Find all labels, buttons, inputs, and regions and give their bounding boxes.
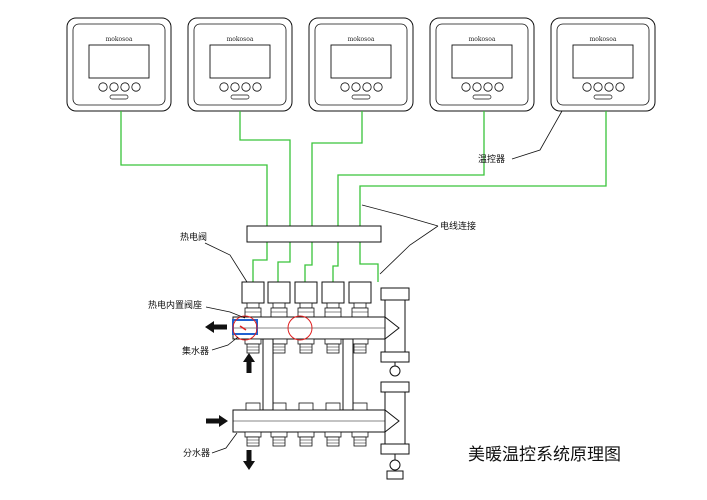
pipe-port <box>324 431 342 447</box>
thermostat-button <box>131 82 141 92</box>
thermostat-button <box>472 82 482 92</box>
thermostat-button <box>230 82 240 92</box>
thermostat-button <box>362 82 372 92</box>
distributor-top-port <box>271 402 287 411</box>
distributor-top-port <box>325 402 341 411</box>
thermostat-screen <box>451 44 513 79</box>
flow-arrow-in-distributor <box>206 415 228 427</box>
thermo-valve-actuator <box>241 281 265 318</box>
thermostat-button <box>340 82 350 92</box>
thermostat-button <box>604 82 614 92</box>
thermostat-unit: mokosoa <box>429 17 535 112</box>
flow-arrow-supply-down <box>243 450 255 470</box>
vent-fittings <box>386 362 404 480</box>
thermostat-brand-logo: mokosoa <box>348 36 375 43</box>
thermostat-unit: mokosoa <box>66 17 172 112</box>
wire <box>277 242 291 282</box>
collector-manifold <box>232 287 410 363</box>
thermostat-unit: mokosoa <box>550 17 656 112</box>
wire <box>359 111 607 226</box>
thermostat-unit: mokosoa <box>308 17 414 112</box>
thermostat-group: mokosoa mokosoa mokosoa mokosoa mokosoa <box>66 17 656 112</box>
support-brackets <box>262 338 354 411</box>
thermostat-button <box>593 82 603 92</box>
thermostat-brand-logo: mokosoa <box>469 36 496 43</box>
label-wire-connection: 电线连接 <box>440 220 476 232</box>
thermostat-screen <box>572 44 634 79</box>
label-valve-seat: 热电内置阀座 <box>148 299 202 311</box>
wire <box>332 242 339 282</box>
thermostat-button <box>219 82 229 92</box>
thermostat-button <box>98 82 108 92</box>
valve-seat-detail <box>232 315 313 341</box>
label-distributor: 分水器 <box>183 447 210 459</box>
distributor-top-port <box>245 402 261 411</box>
junction-box <box>246 225 382 243</box>
thermo-valve-actuator <box>294 281 318 318</box>
thermostat-brand-logo: mokosoa <box>106 36 133 43</box>
pipe-port <box>297 338 315 354</box>
thermostat-unit: mokosoa <box>187 17 293 112</box>
flow-arrow-return-up <box>243 353 255 373</box>
flow-arrow-out-collector <box>205 321 227 333</box>
flow-arrows <box>205 321 255 470</box>
valve-actuator-group <box>241 281 372 318</box>
wire <box>359 242 379 282</box>
label-collector: 集水器 <box>182 345 209 357</box>
thermostat-button <box>483 82 493 92</box>
thermostat-button <box>351 82 361 92</box>
distributor-top-port <box>298 402 314 411</box>
thermo-valve-actuator <box>267 281 291 318</box>
wire <box>311 111 363 226</box>
pipe-port <box>297 431 315 447</box>
pipe-port <box>351 431 369 447</box>
thermo-valve-actuator <box>348 281 372 318</box>
pipe-port <box>244 338 262 354</box>
thermostat-button <box>252 82 262 92</box>
wire <box>239 111 291 226</box>
thermostat-button <box>494 82 504 92</box>
pipe-port <box>244 431 262 447</box>
thermostat-button <box>582 82 592 92</box>
thermostat-button <box>109 82 119 92</box>
distributor-ports <box>244 402 369 447</box>
thermostat-button <box>461 82 471 92</box>
thermostat-button <box>241 82 251 92</box>
wire <box>120 111 268 226</box>
wiring-group <box>120 111 607 282</box>
label-thermo-valve: 热电阀 <box>180 231 207 243</box>
wire <box>337 111 485 226</box>
wire <box>252 242 268 282</box>
pipe-port <box>324 338 342 354</box>
thermostat-button <box>615 82 625 92</box>
leader-lines <box>204 110 563 454</box>
thermostat-screen <box>88 44 150 79</box>
wire <box>304 242 313 282</box>
thermostat-brand-logo: mokosoa <box>227 36 254 43</box>
label-thermostat: 温控器 <box>478 153 505 165</box>
thermostat-screen <box>330 44 392 79</box>
diagram-title: 美暖温控系统原理图 <box>468 445 621 465</box>
pipe-port <box>351 338 369 354</box>
thermo-valve-actuator <box>321 281 345 318</box>
thermostat-screen <box>209 44 271 79</box>
pipe-port <box>270 431 288 447</box>
thermostat-button <box>373 82 383 92</box>
distributor-top-port <box>352 402 368 411</box>
thermostat-button <box>120 82 130 92</box>
thermostat-brand-logo: mokosoa <box>590 36 617 43</box>
